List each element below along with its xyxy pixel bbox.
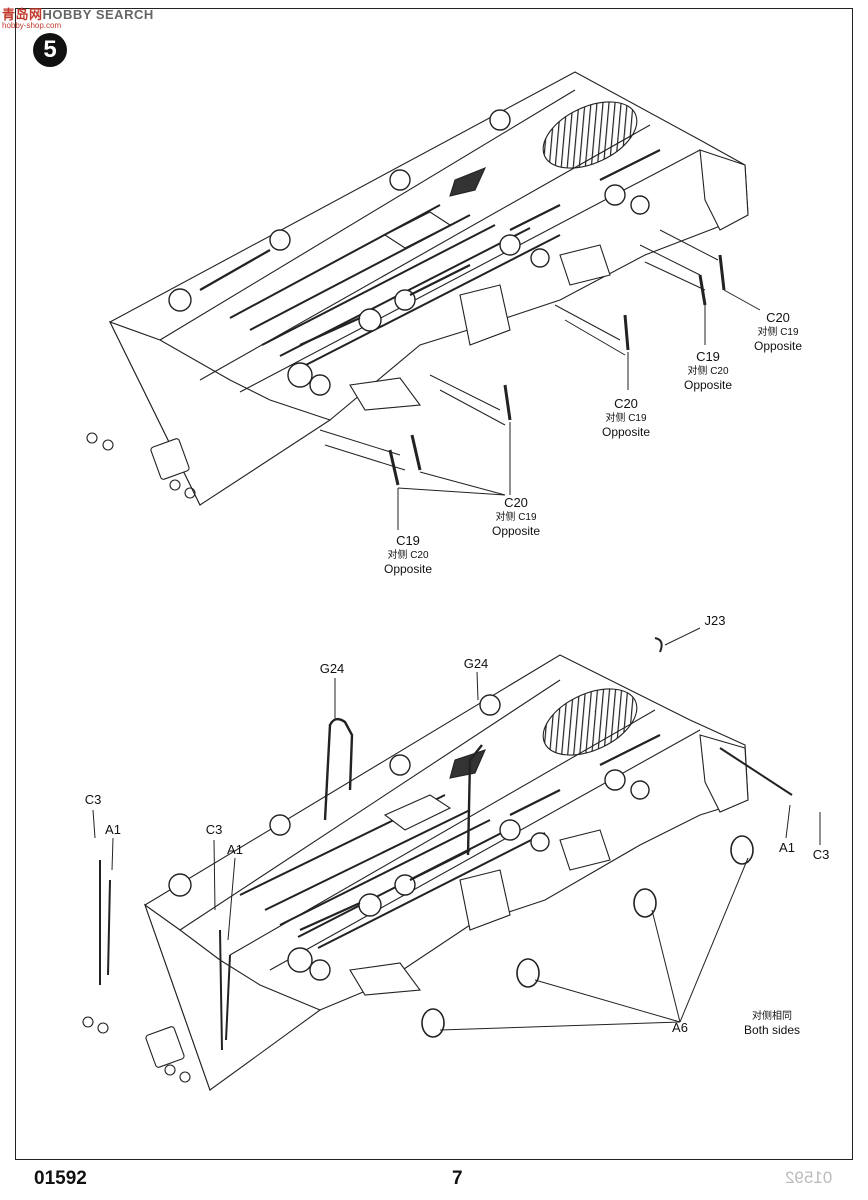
watermark-url: hobby-shop.com: [2, 21, 62, 30]
label-a1-left: A1: [105, 822, 121, 837]
bottom-leader-lines: [92, 627, 821, 1051]
label-j23: J23: [704, 613, 726, 628]
top-hull-drawing: [86, 71, 749, 506]
label-a1-mid: A1: [227, 842, 243, 857]
label-c19-left: C19 对侧 C20 Opposite: [383, 533, 433, 576]
page-number: 7: [452, 1168, 463, 1189]
label-c20-mid: C20 对侧 C19 Opposite: [601, 396, 651, 439]
bleed-through-code: 01592: [785, 1168, 833, 1187]
step-number-badge: 5: [33, 33, 67, 67]
label-c20-left: C20 对侧 C19 Opposite: [491, 495, 541, 538]
label-a6: A6: [672, 1020, 688, 1035]
label-a1-right: A1: [779, 840, 795, 855]
label-g24-left: G24: [319, 661, 345, 676]
label-c3-right: C3: [812, 847, 830, 862]
label-c19-right: C19 对侧 C20 Opposite: [683, 349, 733, 392]
label-c20-right: C20 对侧 C19 Opposite: [753, 310, 803, 353]
product-code: 01592: [34, 1168, 87, 1189]
page-frame: [15, 8, 853, 1160]
watermark-logo: 青岛网HOBBY SEARCH: [2, 7, 154, 22]
label-c3-mid: C3: [205, 822, 223, 837]
label-c3-left: C3: [84, 792, 102, 807]
top-leader-lines: [319, 229, 761, 530]
bottom-hull-drawing: [82, 637, 793, 1092]
note-both-sides: 对侧相同 Both sides: [743, 1011, 801, 1037]
label-g24-right: G24: [463, 656, 489, 671]
